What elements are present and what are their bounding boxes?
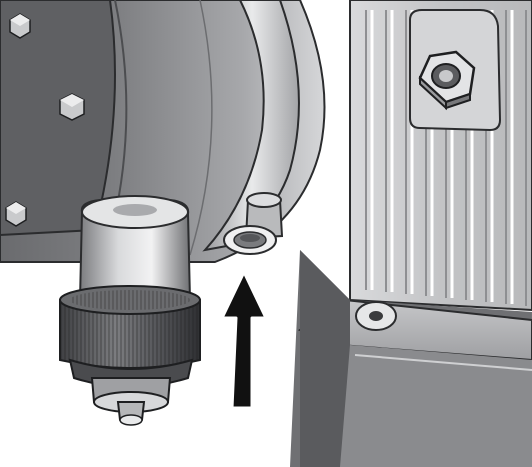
arrow-up-icon	[220, 270, 268, 410]
bolt-icon	[59, 93, 85, 121]
connector-plug	[59, 195, 201, 426]
bolt-icon	[5, 201, 27, 227]
finned-housing	[349, 0, 532, 312]
cylinder-housing	[0, 0, 326, 263]
port-socket	[223, 192, 284, 255]
base-flange	[290, 250, 532, 467]
cover-bolts	[5, 13, 85, 227]
hex-nut-icon	[418, 50, 476, 111]
bolt-icon	[9, 13, 31, 39]
